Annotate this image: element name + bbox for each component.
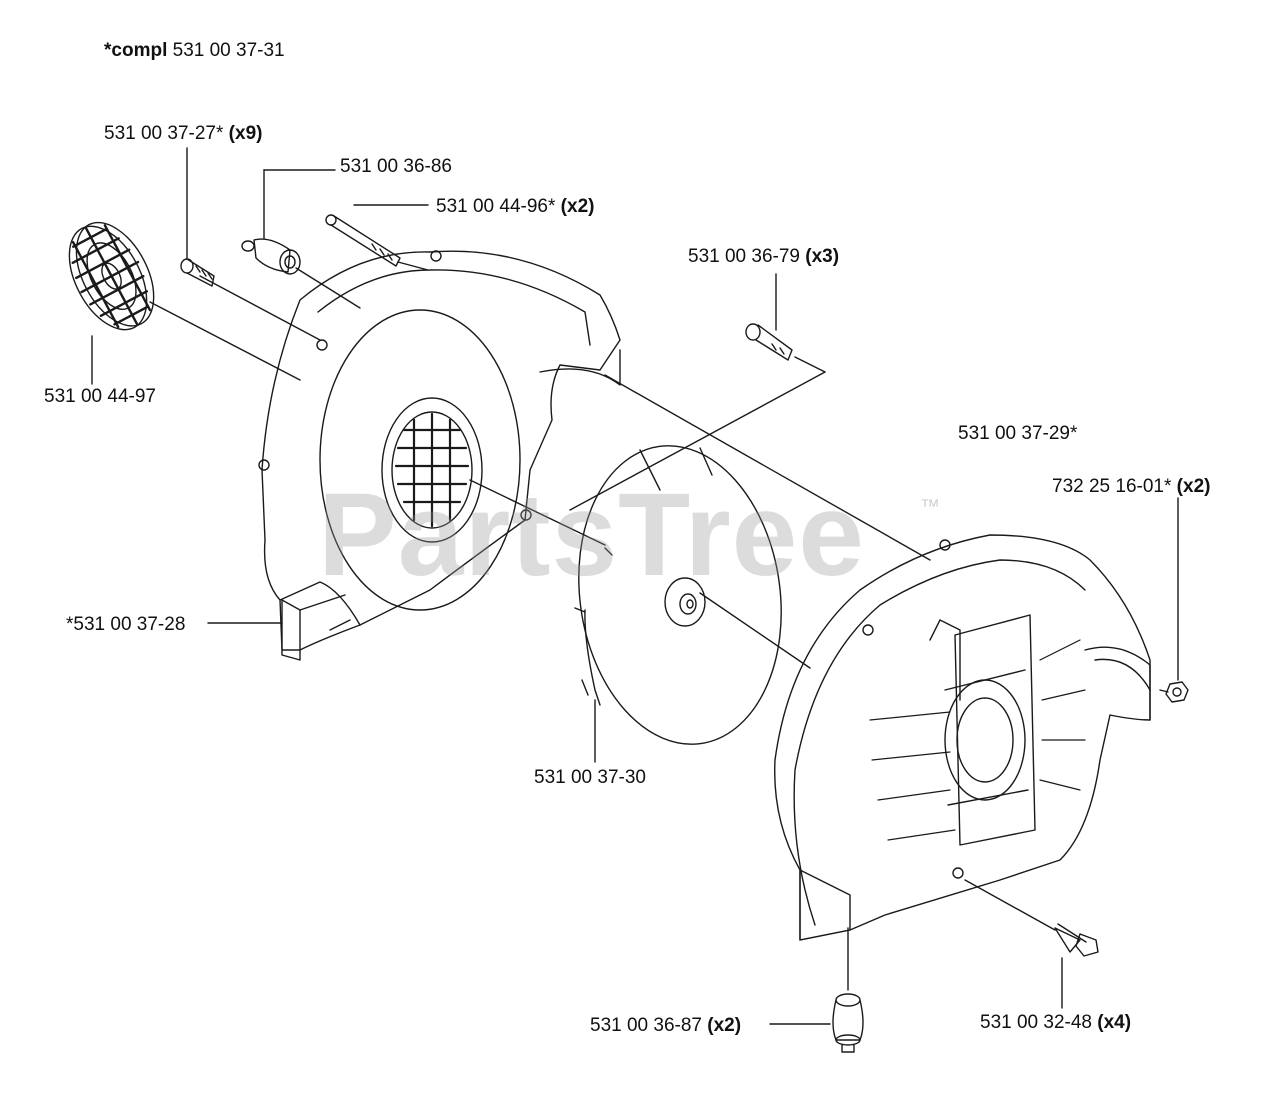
bottom-bushing-part: [832, 993, 864, 1053]
part-quantity: (x2): [1176, 476, 1211, 497]
fan-cover-part: [68, 221, 155, 331]
watermark-text: PartsTree: [318, 469, 865, 601]
screw-part: [180, 258, 215, 287]
bolt-part: [1054, 923, 1099, 957]
bushing-part: [241, 238, 301, 275]
part-number: 732 25 16-01*: [1052, 476, 1172, 497]
part-callout[interactable]: 531 00 37-29*: [958, 423, 1077, 445]
part-callout[interactable]: 531 00 37-30: [534, 767, 646, 789]
assembly-number: 531 00 37-31: [172, 40, 285, 61]
part-callout[interactable]: 531 00 44-96* (x2): [436, 196, 594, 218]
part-callout[interactable]: 531 00 44-97: [44, 386, 156, 408]
part-number: 531 00 37-29*: [958, 423, 1078, 444]
part-quantity: (x9): [228, 123, 263, 144]
nut-part: [1165, 681, 1189, 703]
part-quantity: (x3): [805, 246, 840, 267]
part-number: 531 00 44-96*: [436, 196, 556, 217]
part-number: 531 00 37-27*: [104, 123, 224, 144]
watermark-trademark: ™: [920, 496, 940, 518]
part-number: 531 00 36-87: [590, 1015, 702, 1036]
impeller-part: [574, 445, 782, 745]
part-callout[interactable]: 531 00 32-48 (x4): [980, 1012, 1131, 1034]
part-callout[interactable]: 531 00 36-79 (x3): [688, 246, 839, 268]
leader-lines: [91, 147, 1179, 1025]
assembly-prefix: *compl: [104, 40, 168, 61]
part-number: *531 00 37-28: [66, 614, 186, 635]
small-screw-part: [745, 323, 793, 361]
part-callout[interactable]: 531 00 36-87 (x2): [590, 1015, 741, 1037]
long-bolt-part: [325, 214, 401, 267]
part-number: 531 00 37-30: [534, 767, 646, 788]
part-callout[interactable]: 531 00 37-27* (x9): [104, 123, 262, 145]
part-quantity: (x4): [1097, 1012, 1132, 1033]
part-callout[interactable]: 531 00 36-86: [340, 156, 452, 178]
part-quantity: (x2): [560, 196, 595, 217]
assembly-header: *compl 531 00 37-31: [104, 40, 285, 62]
part-number: 531 00 44-97: [44, 386, 156, 407]
part-quantity: (x2): [707, 1015, 742, 1036]
rear-housing-part: [774, 534, 1151, 941]
part-number: 531 00 32-48: [980, 1012, 1092, 1033]
part-callout[interactable]: 732 25 16-01* (x2): [1052, 476, 1210, 498]
front-housing-part: [258, 250, 621, 661]
part-number: 531 00 36-86: [340, 156, 452, 177]
part-number: 531 00 36-79: [688, 246, 800, 267]
part-callout[interactable]: *531 00 37-28: [66, 614, 185, 636]
